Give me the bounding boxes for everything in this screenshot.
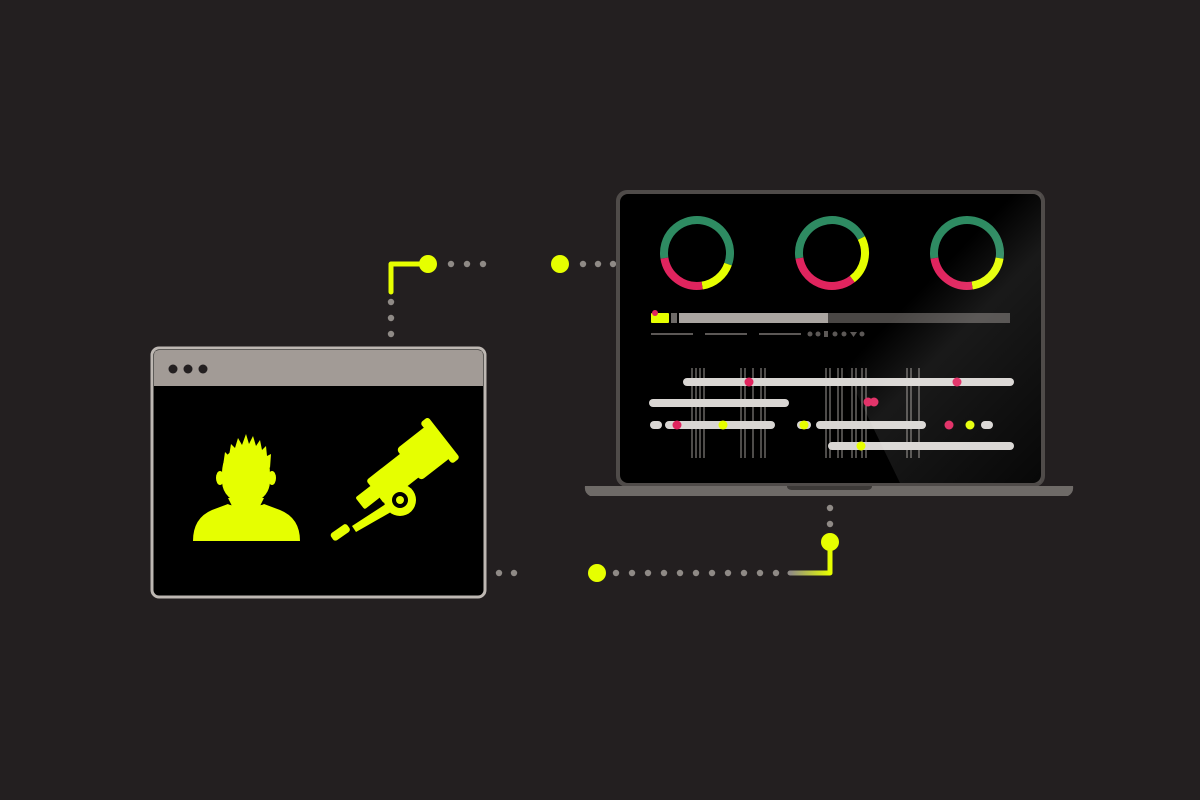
browser-window-dots (168, 364, 208, 374)
connector-top-vertical-dots (387, 298, 395, 338)
user-silhouette-icon (193, 434, 300, 541)
timeline-bar (649, 399, 789, 407)
connector-bottom (495, 504, 839, 582)
laptop-hinge-notch (787, 486, 872, 490)
browser-window-titlebar (154, 350, 483, 386)
event-marker (744, 377, 754, 387)
connector-bottom-vertical-dots (826, 504, 834, 528)
event-marker (856, 441, 866, 451)
event-marker (799, 420, 809, 430)
toolbar-line-3 (759, 333, 801, 335)
connector-bottom-elbow (787, 547, 833, 576)
browser-window (150, 346, 487, 599)
toolbar-icon-2 (815, 331, 821, 337)
connector-top-node-right (551, 255, 569, 273)
donut-segment-red (660, 257, 703, 290)
status-bar-segment-small (671, 313, 677, 323)
donut-segment-green (660, 216, 734, 266)
connector-bottom-node-left (588, 564, 606, 582)
connector-bottom-dots-left (495, 569, 518, 577)
progress-fill (679, 313, 828, 323)
toolbar-line-2 (705, 333, 747, 335)
connector-top-node-left (419, 255, 437, 273)
timeline-bar (650, 421, 662, 429)
connector-top-horizontal-dots (447, 260, 487, 268)
status-bar-alert-dot (652, 310, 658, 316)
donut-chart (660, 216, 734, 290)
connector-top (387, 255, 617, 338)
connector-top-elbow (388, 261, 431, 295)
connector-top-end-dots (579, 260, 617, 268)
connector-bottom-dots-right (612, 569, 780, 577)
connector-bottom-node-right (821, 533, 839, 551)
laptop-base (584, 486, 1074, 496)
event-marker (718, 420, 728, 430)
toolbar-line-1 (651, 333, 693, 335)
donut-segment-yellow (701, 262, 732, 290)
toolbar-icon-3 (824, 331, 828, 337)
toolbar-icon-1 (807, 331, 813, 337)
event-marker (672, 420, 682, 430)
laptop (584, 190, 1074, 496)
telescope-icon (330, 418, 459, 541)
laptop-screen-glare (760, 194, 1041, 483)
